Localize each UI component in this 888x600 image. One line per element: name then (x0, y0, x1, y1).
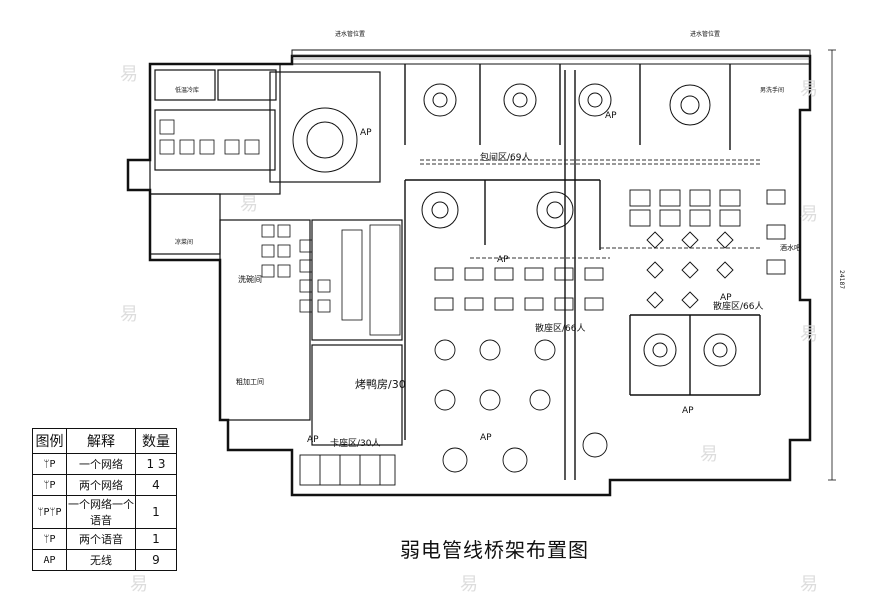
legend-symbol: ᛘPᛘP (32, 495, 67, 529)
watermark: 易 (130, 574, 148, 595)
label-top2: 进水管位置 (690, 30, 720, 38)
ap-mark: AP (720, 293, 732, 303)
legend-desc: 一个网络 (66, 453, 136, 475)
legend-desc: 无线 (66, 549, 136, 571)
legend-header-row: 图例 解释 数量 (32, 428, 177, 454)
ap-mark: AP (605, 111, 617, 121)
legend-qty: 1 (135, 495, 177, 529)
legend-qty: 1 3 (135, 453, 177, 475)
drawing-title: 弱电管线桥架布置图 (400, 538, 589, 562)
legend-desc: 两个语音 (66, 528, 136, 550)
legend-qty: 1 (135, 528, 177, 550)
legend-row: ᛘP 两个网络 4 (32, 474, 177, 496)
legend-row: ᛘPᛘP 一个网络一个语音 1 (32, 495, 177, 529)
watermark: 易 (700, 444, 718, 465)
watermark: 易 (120, 64, 138, 85)
legend-row: ᛘP 一个网络 1 3 (32, 453, 177, 475)
ap-mark: AP (480, 433, 492, 443)
room-label-bbq: 烤鸭房/30 (355, 377, 406, 391)
legend-symbol: ᛘP (32, 528, 67, 550)
watermark: 易 (800, 574, 818, 595)
label-cold: 低温冷库 (175, 86, 199, 94)
ap-mark: AP (307, 435, 319, 445)
room-label-hall2: 散座区/66人 (713, 300, 764, 312)
watermark: 易 (800, 204, 818, 225)
legend-header-desc: 解释 (66, 428, 136, 454)
legend-header-qty: 数量 (135, 428, 177, 454)
label-top1: 进水管位置 (335, 30, 365, 38)
label-room: 凉菜间 (175, 238, 193, 246)
watermark: 易 (800, 79, 818, 100)
label-restroom: 男洗手间 (760, 86, 784, 94)
legend-qty: 4 (135, 474, 177, 496)
legend-table: 图例 解释 数量 ᛘP 一个网络 1 3 ᛘP 两个网络 4 ᛘPᛘP 一个网络… (32, 428, 177, 571)
watermark: 易 (240, 194, 258, 215)
legend-symbol: AP (32, 549, 67, 571)
ap-mark: AP (360, 128, 372, 138)
watermark: 易 (460, 574, 478, 595)
watermark: 易 (800, 324, 818, 345)
room-label-hall1: 散座区/66人 (535, 322, 586, 334)
room-label-booth: 卡座区/30人 (330, 437, 381, 449)
label-wash: 洗碗间 (238, 274, 262, 284)
legend-row: AP 无线 9 (32, 549, 177, 571)
legend-desc: 两个网络 (66, 474, 136, 496)
legend-qty: 9 (135, 549, 177, 571)
ap-mark: AP (682, 406, 694, 416)
legend-desc: 一个网络一个语音 (66, 495, 136, 529)
legend-symbol: ᛘP (32, 453, 67, 475)
label-prep: 粗加工间 (236, 377, 264, 386)
legend-header-symbol: 图例 (32, 428, 67, 454)
dimension-label: 24187 (838, 270, 845, 289)
ap-mark: AP (497, 255, 509, 265)
legend-symbol: ᛘP (32, 474, 67, 496)
legend-row: ᛘP 两个语音 1 (32, 528, 177, 550)
label-drink: 酒水吧 (780, 243, 801, 252)
room-label-private: 包间区/69人 (480, 151, 531, 163)
watermark: 易 (120, 304, 138, 325)
